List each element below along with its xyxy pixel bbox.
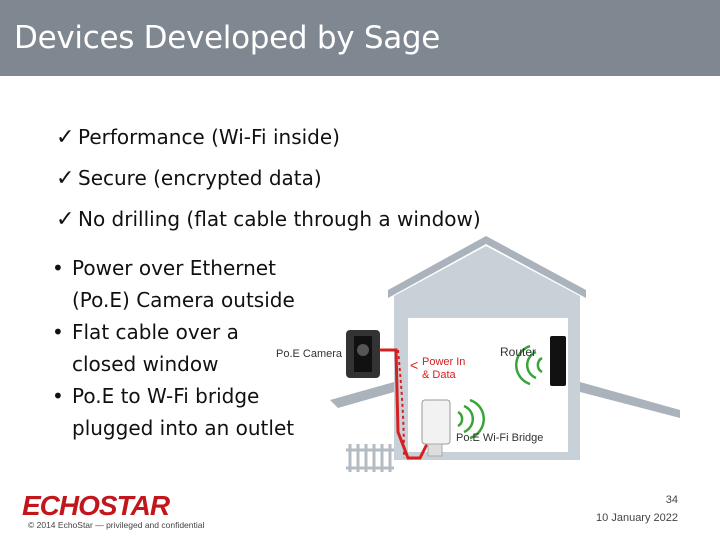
wifi-icon (515, 344, 543, 386)
checklist: ✓Performance (Wi-Fi inside) ✓Secure (enc… (56, 117, 481, 240)
bullet-item: • Power over Ethernet (Po.E) Camera outs… (48, 252, 348, 316)
bullet-line: closed window (72, 352, 219, 376)
check-text: No drilling (flat cable through a window… (78, 207, 481, 231)
bullet-line: Power over Ethernet (72, 256, 276, 280)
fence (346, 444, 394, 472)
svg-text:<: < (410, 357, 418, 373)
check-text: Secure (encrypted data) (78, 166, 322, 190)
slide-date: 10 January 2022 (596, 512, 678, 524)
wifi-icon (457, 398, 485, 440)
echostar-logo: ECHOSTAR (22, 490, 170, 521)
bridge-device (421, 399, 451, 445)
checkmark-icon: ✓ (56, 166, 75, 191)
checkmark-icon: ✓ (56, 207, 75, 232)
power-in-label: Power In (422, 356, 466, 368)
router-device (550, 336, 566, 386)
outlet-icon (427, 443, 443, 457)
power-in-label-2: & Data (422, 369, 456, 381)
house-icon: < (330, 236, 680, 472)
check-item: ✓Secure (encrypted data) (56, 158, 481, 199)
bullet-list: • Power over Ethernet (Po.E) Camera outs… (48, 252, 348, 444)
side-eave (580, 382, 680, 418)
bullet-dot: • (52, 256, 64, 280)
bullet-line: (Po.E) Camera outside (72, 288, 295, 312)
copyright-text: © 2014 EchoStar — privileged and confide… (28, 520, 205, 530)
bullet-dot: • (52, 320, 64, 344)
porch-roof (330, 382, 394, 408)
check-item: ✓No drilling (flat cable through a windo… (56, 199, 481, 240)
window-frame (396, 392, 408, 460)
cable-line (379, 348, 428, 460)
router-label: Router (500, 345, 537, 359)
bullet-line: Flat cable over a (72, 320, 239, 344)
bridge-label: Po.E Wi-Fi Bridge (456, 432, 544, 444)
check-text: Performance (Wi-Fi inside) (78, 125, 340, 149)
page-number: 34 (665, 494, 678, 506)
title-bar: Devices Developed by Sage (0, 0, 720, 76)
check-item: ✓Performance (Wi-Fi inside) (56, 117, 481, 158)
bullet-item: • Po.E to W-Fi bridge plugged into an ou… (48, 380, 348, 444)
bullet-line: plugged into an outlet (72, 416, 295, 440)
slide-title: Devices Developed by Sage (14, 20, 441, 56)
bullet-line: Po.E to W-Fi bridge (72, 384, 260, 408)
camera-label: Po.E Camera (276, 348, 343, 360)
checkmark-icon: ✓ (56, 125, 75, 150)
bullet-item: • Flat cable over a closed window (48, 316, 348, 380)
bullet-dot: • (52, 384, 64, 408)
house-illustration: < Po.E Camera Power In & Data Router Po.… (268, 232, 688, 482)
